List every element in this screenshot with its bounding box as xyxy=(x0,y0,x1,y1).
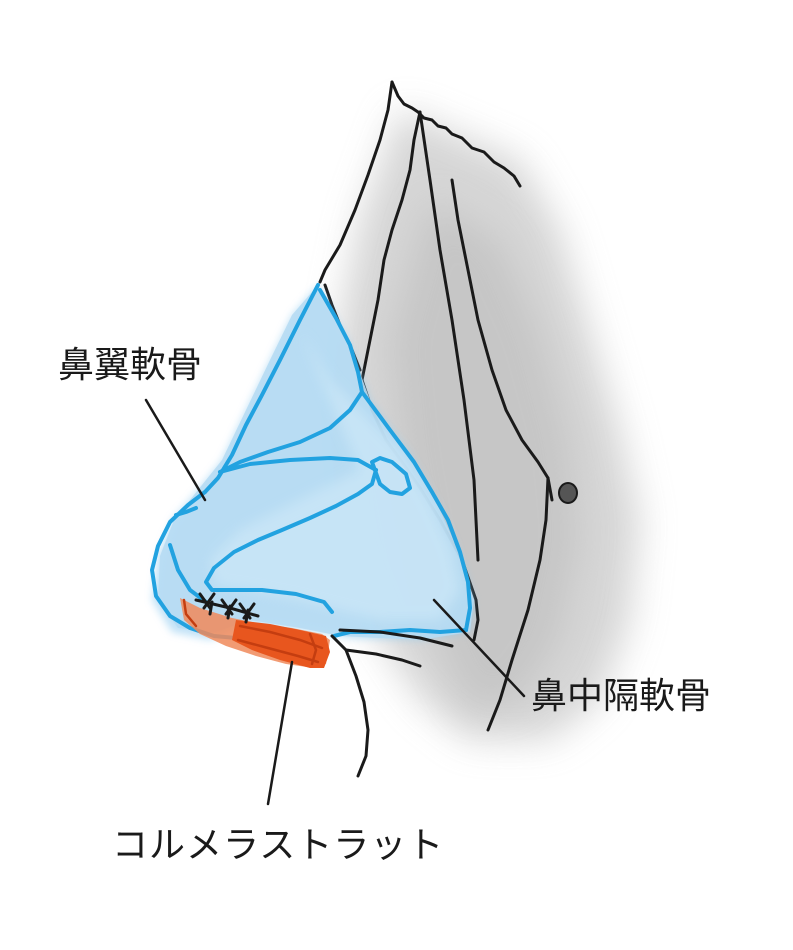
label-columellar-strut: コルメラストラット xyxy=(112,825,445,866)
columellar-strut xyxy=(180,598,330,668)
leader-line-strut xyxy=(266,660,294,806)
lip-outline xyxy=(330,628,454,778)
label-alar-cartilage: 鼻翼軟骨 xyxy=(58,345,203,386)
leader-lines xyxy=(144,398,526,806)
label-septal-cartilage: 鼻中隔軟骨 xyxy=(531,676,712,717)
leader-line-alar xyxy=(144,398,207,502)
leader-line-septal xyxy=(432,598,526,698)
alar-cartilage xyxy=(150,283,474,640)
nasal-bone-outline xyxy=(318,80,578,732)
sutures xyxy=(194,592,260,624)
